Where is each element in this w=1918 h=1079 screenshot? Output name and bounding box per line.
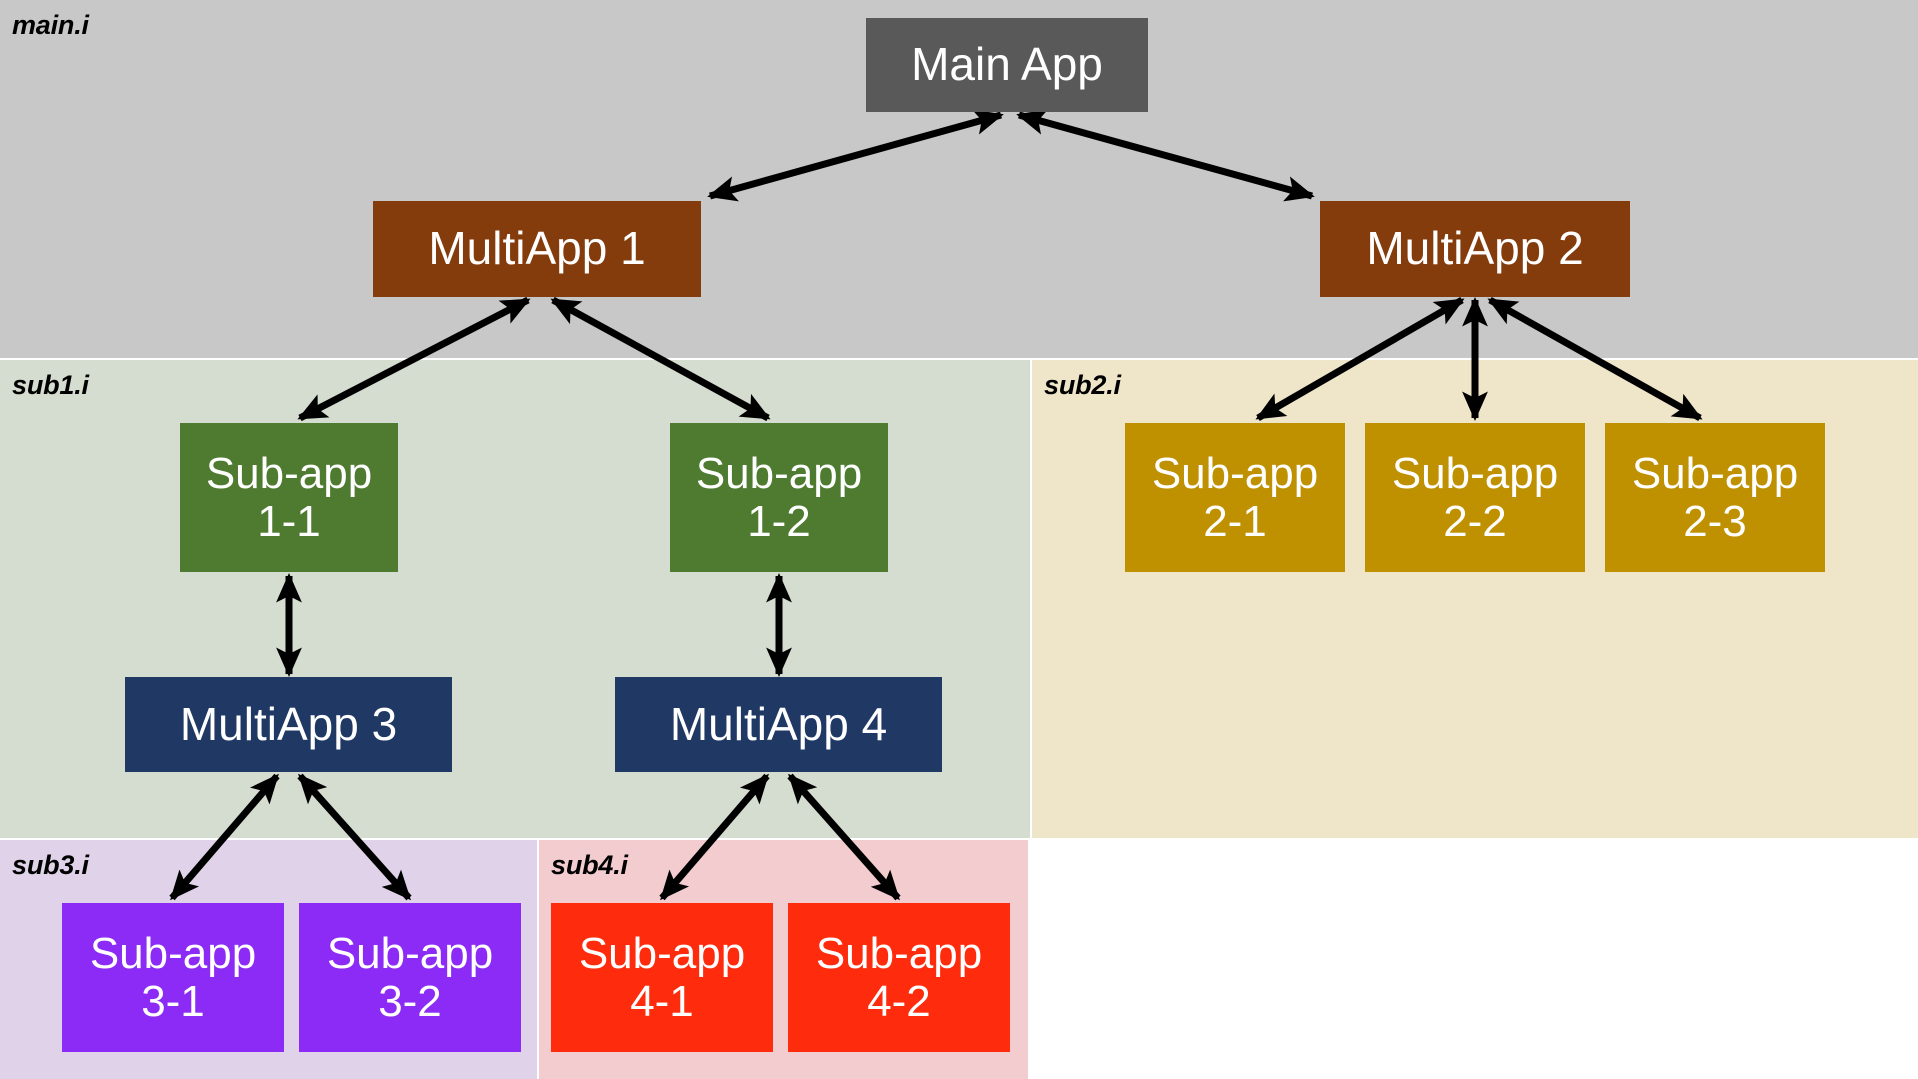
- node-multiapp-1[interactable]: MultiApp 1: [373, 201, 701, 297]
- node-multiapp-3[interactable]: MultiApp 3: [125, 677, 452, 772]
- node-label-sub-app-4-2: Sub-app 4-2: [815, 928, 983, 1026]
- node-label-sub-app-3-1: Sub-app 3-1: [89, 928, 257, 1026]
- panel-label-sub3: sub3.i: [12, 850, 89, 880]
- node-sub-app-1-1[interactable]: Sub-app 1-1: [180, 423, 398, 572]
- node-sub-app-3-1[interactable]: Sub-app 3-1: [62, 903, 284, 1052]
- node-label-multiapp-3: MultiApp 3: [179, 697, 398, 750]
- node-label-multiapp-2: MultiApp 2: [1366, 222, 1584, 275]
- panel-label-sub2: sub2.i: [1044, 370, 1121, 400]
- node-label-main-app: Main App: [911, 38, 1103, 91]
- node-label-sub-app-3-2: Sub-app 3-2: [326, 928, 494, 1026]
- node-sub-app-1-2[interactable]: Sub-app 1-2: [670, 423, 888, 572]
- node-sub-app-4-2[interactable]: Sub-app 4-2: [788, 903, 1010, 1052]
- panel-label-main: main.i: [12, 10, 89, 40]
- node-sub-app-2-1[interactable]: Sub-app 2-1: [1125, 423, 1345, 572]
- node-multiapp-2[interactable]: MultiApp 2: [1320, 201, 1630, 297]
- panel-label-sub4: sub4.i: [551, 850, 628, 880]
- node-label-sub-app-2-1: Sub-app 2-1: [1151, 448, 1319, 546]
- node-label-multiapp-4: MultiApp 4: [669, 697, 888, 750]
- node-label-multiapp-1: MultiApp 1: [428, 222, 646, 275]
- node-sub-app-4-1[interactable]: Sub-app 4-1: [551, 903, 773, 1052]
- node-label-sub-app-1-1: Sub-app 1-1: [205, 448, 373, 546]
- node-label-sub-app-2-2: Sub-app 2-2: [1391, 448, 1559, 546]
- panel-label-sub1: sub1.i: [12, 370, 89, 400]
- node-sub-app-2-3[interactable]: Sub-app 2-3: [1605, 423, 1825, 572]
- node-label-sub-app-2-3: Sub-app 2-3: [1631, 448, 1799, 546]
- node-label-sub-app-4-1: Sub-app 4-1: [578, 928, 746, 1026]
- node-sub-app-2-2[interactable]: Sub-app 2-2: [1365, 423, 1585, 572]
- node-multiapp-4[interactable]: MultiApp 4: [615, 677, 942, 772]
- node-main-app[interactable]: Main App: [866, 18, 1148, 112]
- node-label-sub-app-1-2: Sub-app 1-2: [695, 448, 863, 546]
- node-sub-app-3-2[interactable]: Sub-app 3-2: [299, 903, 521, 1052]
